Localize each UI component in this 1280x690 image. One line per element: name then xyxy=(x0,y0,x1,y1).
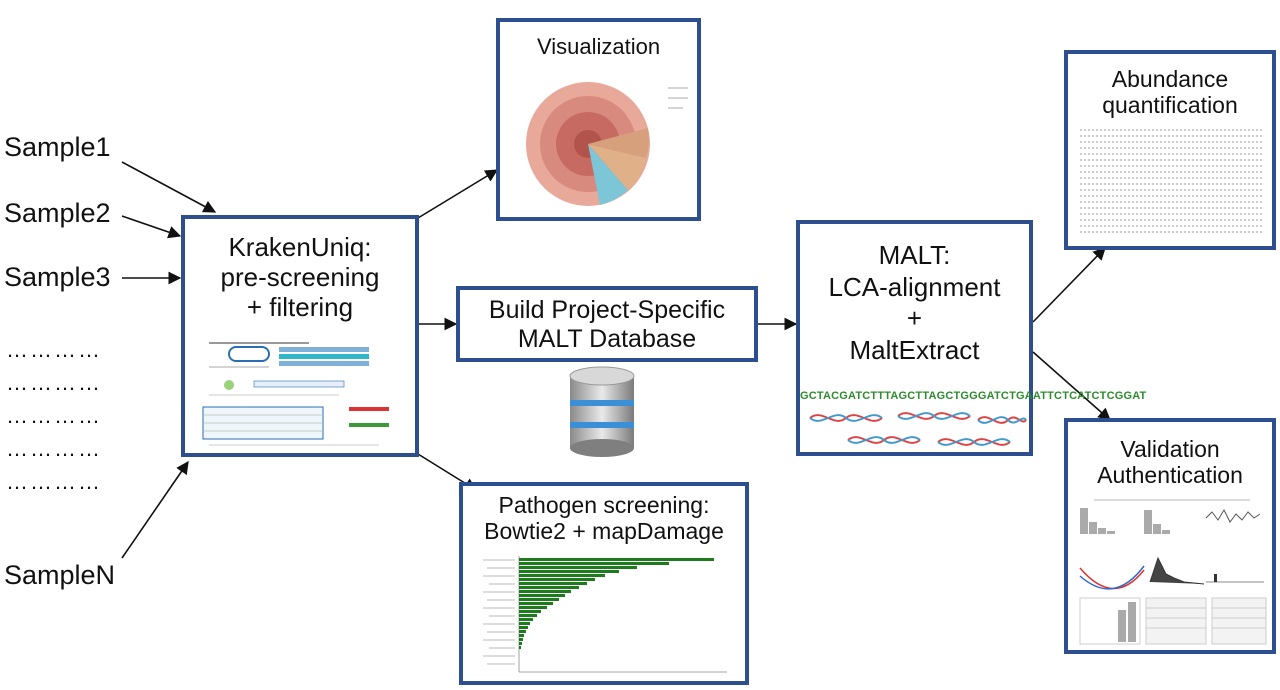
build-database-box: Build Project-Specific MALT Database xyxy=(456,286,758,362)
title-line: + filtering xyxy=(246,291,354,322)
title-line: MALT Database xyxy=(517,324,697,353)
visualization-title: Visualization xyxy=(536,34,661,59)
sample-label: Sample2 xyxy=(4,198,111,228)
validation-title: Validation Authentication xyxy=(1068,436,1272,489)
malt-title: MALT: LCA-alignment + MaltExtract xyxy=(800,240,1029,367)
abundance-box: Abundance quantification xyxy=(1064,50,1276,250)
arrow-to-abundance xyxy=(1032,247,1106,323)
krona-chart-figure xyxy=(526,82,688,206)
ellipsis-row: ………… xyxy=(6,403,102,428)
title-line: quantification xyxy=(1102,92,1238,119)
pathogen-bar-chart-figure xyxy=(483,556,727,673)
visualization-box: Visualization xyxy=(496,18,701,221)
arrow-sample1 xyxy=(121,161,217,213)
title-line: pre-screening xyxy=(220,261,380,292)
title-line: Abundance xyxy=(1111,66,1229,92)
krakenuniq-method-figure xyxy=(199,337,405,451)
title-line: Pathogen screening: xyxy=(498,492,710,518)
abundance-title: Abundance quantification xyxy=(1068,66,1272,119)
krakenuniq-box: KrakenUniq: pre-screening + filtering xyxy=(181,215,419,457)
title-line: Build Project-Specific xyxy=(488,296,726,324)
krakenuniq-title: KrakenUniq: pre-screening + filtering xyxy=(185,232,415,323)
ellipsis-row: ………… xyxy=(6,436,102,461)
title-line: + xyxy=(906,303,923,334)
ellipsis-row: ………… xyxy=(6,370,102,395)
pathogen-screening-title: Pathogen screening: Bowtie2 + mapDamage xyxy=(463,492,745,545)
arrow-to-validation xyxy=(1032,351,1111,421)
validation-box: Validation Authentication xyxy=(1064,418,1276,654)
malt-box: MALT: LCA-alignment + MaltExtract GCTACG… xyxy=(796,220,1147,456)
sample-label: Sample3 xyxy=(4,262,111,292)
arrow-to-visualization xyxy=(417,169,499,219)
sample-label: SampleN xyxy=(4,560,116,590)
title-line: MALT: xyxy=(878,240,951,270)
dna-helix-figure xyxy=(809,412,1027,446)
ellipsis-row: ………… xyxy=(6,469,102,494)
ellipsis-row: ………… xyxy=(6,337,102,362)
title-line: Validation xyxy=(1120,436,1220,462)
build-database-title: Build Project-Specific MALT Database xyxy=(460,296,754,354)
title-line: MaltExtract xyxy=(849,335,980,366)
dna-sequence-text: GCTACGATCTTTAGCTTAGCTGGGATCTGAATTCTCATCT… xyxy=(800,390,1147,402)
title-line: Bowtie2 + mapDamage xyxy=(484,518,724,545)
sample-label: Sample1 xyxy=(4,132,111,162)
title-line: LCA-alignment xyxy=(828,271,1001,302)
arrow-samplen xyxy=(121,460,189,559)
title-line: KrakenUniq: xyxy=(228,232,372,262)
arrow-sample2 xyxy=(121,215,182,239)
title-line: Authentication xyxy=(1097,462,1243,489)
database-icon xyxy=(569,366,635,457)
pathogen-screening-box: Pathogen screening: Bowtie2 + mapDamage xyxy=(459,482,749,685)
authentication-plots-figure xyxy=(1079,499,1267,645)
abundance-table-figure xyxy=(1080,129,1262,233)
